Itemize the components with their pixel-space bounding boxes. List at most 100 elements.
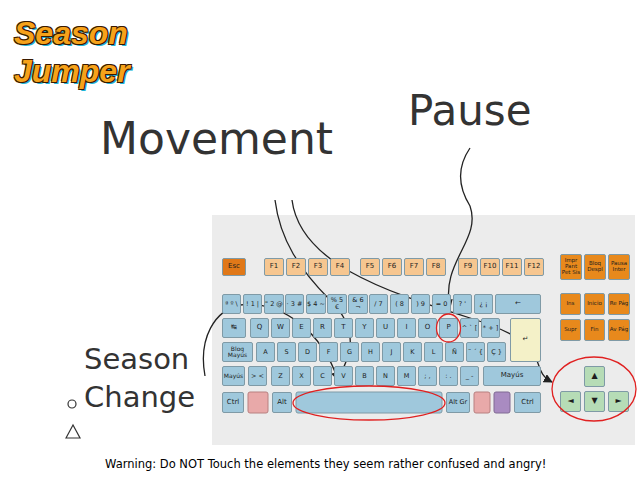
keyboard-key: F11 xyxy=(502,258,522,276)
key-legend: K xyxy=(410,349,414,356)
key-legend: ) 9 xyxy=(416,301,425,308)
key-legend: F xyxy=(327,349,331,356)
key-legend: R xyxy=(320,324,325,331)
keyboard-key: F10 xyxy=(480,258,500,276)
keyboard-key: M xyxy=(397,366,416,386)
key-legend: / 7 xyxy=(374,301,382,308)
key-legend: Pausa Inter xyxy=(609,261,629,273)
key-legend: C xyxy=(320,373,325,380)
key-legend: Y xyxy=(362,324,366,331)
keyboard-key: B xyxy=(355,366,374,386)
key-legend: Alt xyxy=(277,399,286,406)
key-legend: F12 xyxy=(528,263,541,270)
keyboard-key: _ - xyxy=(460,366,479,386)
key-legend: > < xyxy=(251,373,264,380)
keyboard-key: * + ] xyxy=(481,318,500,338)
key-legend: ► xyxy=(615,397,621,405)
keyboard-key: Alt Gr xyxy=(446,392,470,413)
keyboard-key: & 6 ¬ xyxy=(348,294,368,314)
key-legend: ^ ` [ xyxy=(462,325,477,332)
keyboard-key: F8 xyxy=(426,258,446,276)
keyboard-key: Alt xyxy=(272,392,292,413)
keyboard-key: Supr xyxy=(560,319,581,341)
highlight-circle xyxy=(293,386,445,420)
movement-pointer xyxy=(275,200,350,382)
keyboard-key: Av Pág xyxy=(608,319,630,341)
keyboard-key: ! 1 | xyxy=(243,294,262,314)
keyboard-key: G xyxy=(340,342,359,362)
key-legend: Mayús xyxy=(501,372,524,379)
keyboard-key: ↹ xyxy=(222,318,246,338)
key-legend: Mayús xyxy=(224,373,243,379)
key-legend: N xyxy=(383,373,388,380)
keyboard-key: F5 xyxy=(360,258,380,276)
keyboard-key: Ctrl xyxy=(514,392,541,413)
keyboard-key: E xyxy=(292,318,311,338)
key-legend: D xyxy=(305,349,310,356)
key-legend: U xyxy=(383,324,388,331)
keyboard-key: · 3 # xyxy=(285,294,304,314)
highlight-circle xyxy=(437,314,461,342)
key-legend: G xyxy=(347,349,352,356)
keyboard-key: Esc xyxy=(222,258,246,276)
key-legend: H xyxy=(368,349,373,356)
key-legend: : . xyxy=(445,373,451,380)
key-legend: T xyxy=(341,324,345,331)
key-legend: F1 xyxy=(270,263,278,270)
key-legend: ? ' xyxy=(459,301,466,308)
key-legend: F6 xyxy=(388,263,396,270)
keyboard-key: Impr Pant Pet Sis xyxy=(560,254,582,280)
keyboard-key: Ctrl xyxy=(222,392,244,413)
key-legend: Av Pág xyxy=(610,327,628,333)
keyboard-key: Bloq Mayús xyxy=(222,342,253,362)
key-legend: ; , xyxy=(424,373,430,380)
keyboard-key: Y xyxy=(355,318,374,338)
keyboard-key: R xyxy=(313,318,332,338)
key-legend: $ 4 ~ xyxy=(307,301,325,308)
keyboard-key: ↵ xyxy=(510,318,541,362)
key-legend: & 6 ¬ xyxy=(349,297,367,311)
key-legend: ▼ xyxy=(591,397,597,405)
key-legend: ↹ xyxy=(231,324,237,331)
keyboard-key: X xyxy=(292,366,311,386)
keyboard-key: " 2 @ xyxy=(264,294,284,314)
highlight-circle xyxy=(552,357,636,421)
key-legend: Re Pág xyxy=(610,301,629,307)
keyboard-body xyxy=(212,215,635,445)
keyboard-key: H xyxy=(361,342,380,362)
key-legend: S xyxy=(284,349,288,356)
key-legend: ← xyxy=(515,300,521,307)
keyboard-key: W xyxy=(271,318,290,338)
keyboard-key: ← xyxy=(495,294,541,314)
key-legend: O xyxy=(425,324,431,331)
keyboard-key: ) 9 xyxy=(411,294,430,314)
warning-caption: Warning: Do NOT Touch the elements they … xyxy=(105,457,546,471)
key-legend: · 3 # xyxy=(287,301,303,308)
keyboard-key: F9 xyxy=(458,258,478,276)
key-legend: Ctrl xyxy=(227,399,239,406)
key-legend: ¿ ¡ xyxy=(479,301,487,308)
key-legend: F3 xyxy=(314,263,322,270)
keyboard-key: T xyxy=(334,318,353,338)
key-legend: Ctrl xyxy=(521,399,533,406)
keyboard-key: J xyxy=(382,342,401,362)
key-legend: E xyxy=(299,324,303,331)
keyboard-key: O xyxy=(418,318,437,338)
keyboard-key: = 0 xyxy=(432,294,451,314)
key-legend: Ñ xyxy=(452,349,457,356)
keyboard-key: F1 xyxy=(264,258,284,276)
keyboard-key: ? ' xyxy=(453,294,472,314)
keyboard-key: Mayús xyxy=(222,366,245,386)
key-legend: W xyxy=(277,324,284,331)
keyboard-key: Fin xyxy=(584,319,605,341)
key-legend: F10 xyxy=(484,263,497,270)
key-legend: Esc xyxy=(228,263,240,270)
keyboard-key: Ç } xyxy=(487,342,506,362)
pause-pointer xyxy=(448,148,472,308)
key-legend: * + ] xyxy=(483,325,498,332)
keyboard-key: ◄ xyxy=(560,391,581,412)
key-legend: Z xyxy=(278,373,282,380)
key-legend: ª º \ xyxy=(225,301,237,308)
keyboard-key: ^ ` [ xyxy=(460,318,479,338)
keyboard-key: ▼ xyxy=(584,391,605,412)
